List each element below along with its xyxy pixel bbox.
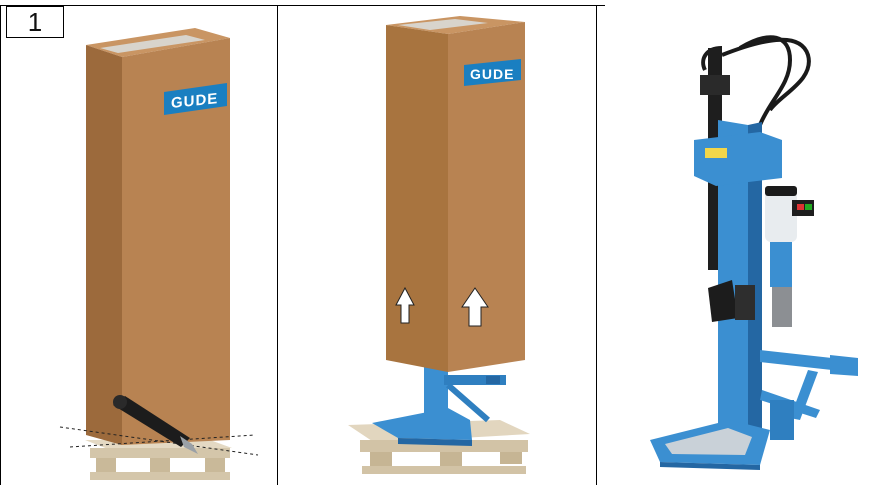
top-housing: [694, 132, 782, 186]
assembled-splitter-panel: [650, 37, 858, 470]
cut-straps-panel: GUDE: [60, 28, 258, 480]
step-number-badge: 1: [6, 6, 64, 38]
cardboard-box-1: GUDE: [86, 28, 230, 445]
logo-text: GUDE: [470, 66, 514, 82]
pallet-1: [85, 440, 232, 480]
support-frame: [760, 350, 858, 440]
lift-box-panel: GUDE: [348, 16, 530, 474]
model-label: [705, 148, 727, 158]
motor: [765, 186, 814, 327]
